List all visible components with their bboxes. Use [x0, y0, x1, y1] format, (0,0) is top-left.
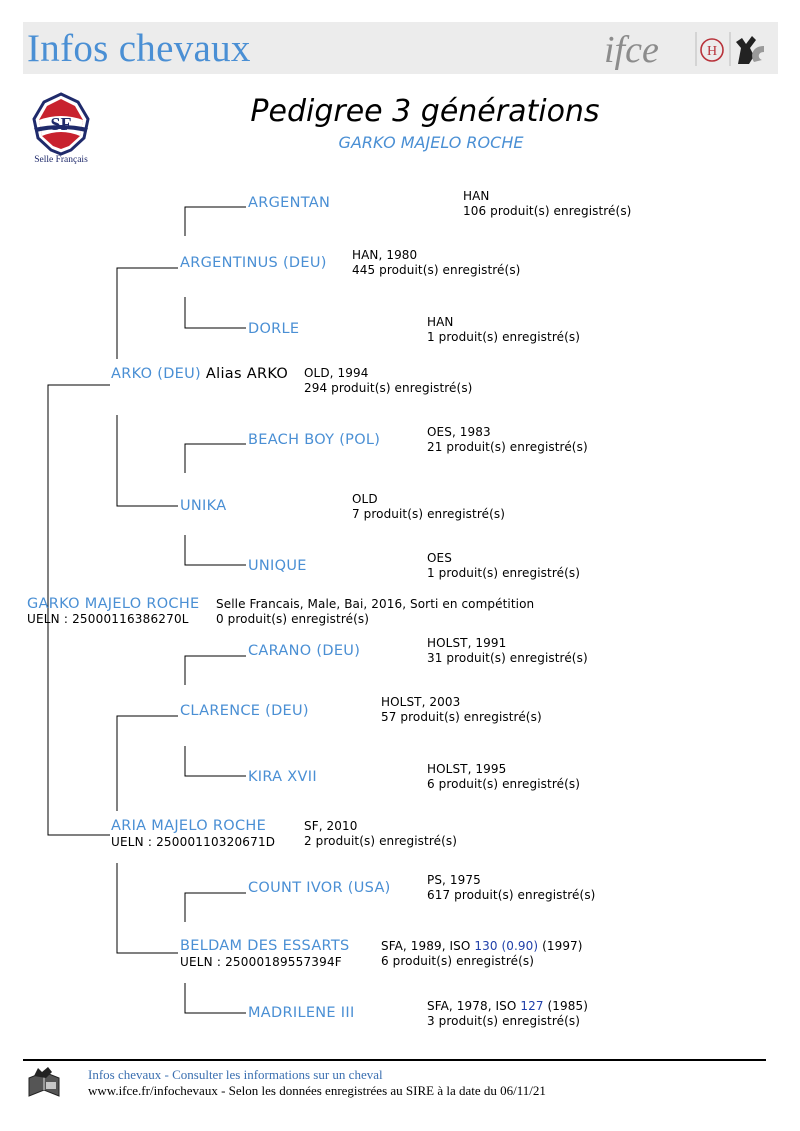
- iso-index-beldam[interactable]: 130 (0.90): [474, 939, 539, 953]
- horse-name-unika[interactable]: UNIKA: [180, 498, 227, 514]
- horse-name-arko[interactable]: ARKO (DEU) Alias ARKO: [111, 366, 289, 382]
- ifce-logo: ifce H: [604, 29, 764, 70]
- page-subtitle: GARKO MAJELO ROCHE: [338, 133, 524, 152]
- horse-info-madrilene: SFA, 1978, ISO 127 (1985) 3 produit(s) e…: [427, 999, 588, 1028]
- ueln-beldam: UELN : 25000189557394F: [180, 955, 342, 969]
- horse-name-beach-boy[interactable]: BEACH BOY (POL): [248, 432, 381, 448]
- horse-name-subject[interactable]: GARKO MAJELO ROCHE: [27, 596, 200, 612]
- page-title: Pedigree 3 générations: [250, 94, 600, 129]
- horse-name-kira-xvii[interactable]: KIRA XVII: [248, 769, 317, 785]
- horse-name-beldam[interactable]: BELDAM DES ESSARTS: [180, 938, 350, 954]
- horse-name-count-ivor[interactable]: COUNT IVOR (USA): [248, 880, 391, 896]
- footer-line-1[interactable]: Infos chevaux - Consulter les informatio…: [88, 1067, 383, 1082]
- selle-francais-logo-text: SF: [50, 114, 71, 134]
- horse-alias-arko: Alias ARKO: [201, 366, 289, 382]
- footer-divider: [23, 1059, 766, 1061]
- horse-name-argentan[interactable]: ARGENTAN: [248, 195, 331, 211]
- header-banner: Infos chevaux ifce H: [23, 22, 778, 74]
- horse-info-subject: Selle Francais, Male, Bai, 2016, Sorti e…: [216, 597, 535, 626]
- svg-text:H: H: [707, 44, 717, 59]
- horse-name-argentinus[interactable]: ARGENTINUS (DEU): [180, 255, 327, 271]
- horse-name-clarence[interactable]: CLARENCE (DEU): [180, 703, 309, 719]
- horse-name-unique[interactable]: UNIQUE: [248, 558, 307, 574]
- iso-index-madrilene[interactable]: 127: [520, 999, 544, 1013]
- ifce-logo-text: ifce: [604, 29, 659, 70]
- horse-name-aria[interactable]: ARIA MAJELO ROCHE: [111, 818, 267, 834]
- footer-line-2: www.ifce.fr/infochevaux - Selon les donn…: [88, 1083, 546, 1098]
- horse-info-beldam: SFA, 1989, ISO 130 (0.90) (1997) 6 produ…: [381, 939, 583, 968]
- selle-francais-caption: Selle Français: [34, 155, 88, 165]
- banner-title: Infos chevaux: [27, 27, 251, 70]
- ueln-aria: UELN : 25000110320671D: [111, 835, 276, 849]
- horse-name-madrilene[interactable]: MADRILENE III: [248, 1005, 355, 1021]
- selle-francais-logo: SF: [32, 92, 90, 156]
- ueln-subject: UELN : 25000116386270L: [27, 612, 189, 626]
- horse-name-carano[interactable]: CARANO (DEU): [248, 643, 361, 659]
- horse-name-dorle[interactable]: DORLE: [248, 321, 300, 337]
- horse-book-icon: [28, 1067, 60, 1097]
